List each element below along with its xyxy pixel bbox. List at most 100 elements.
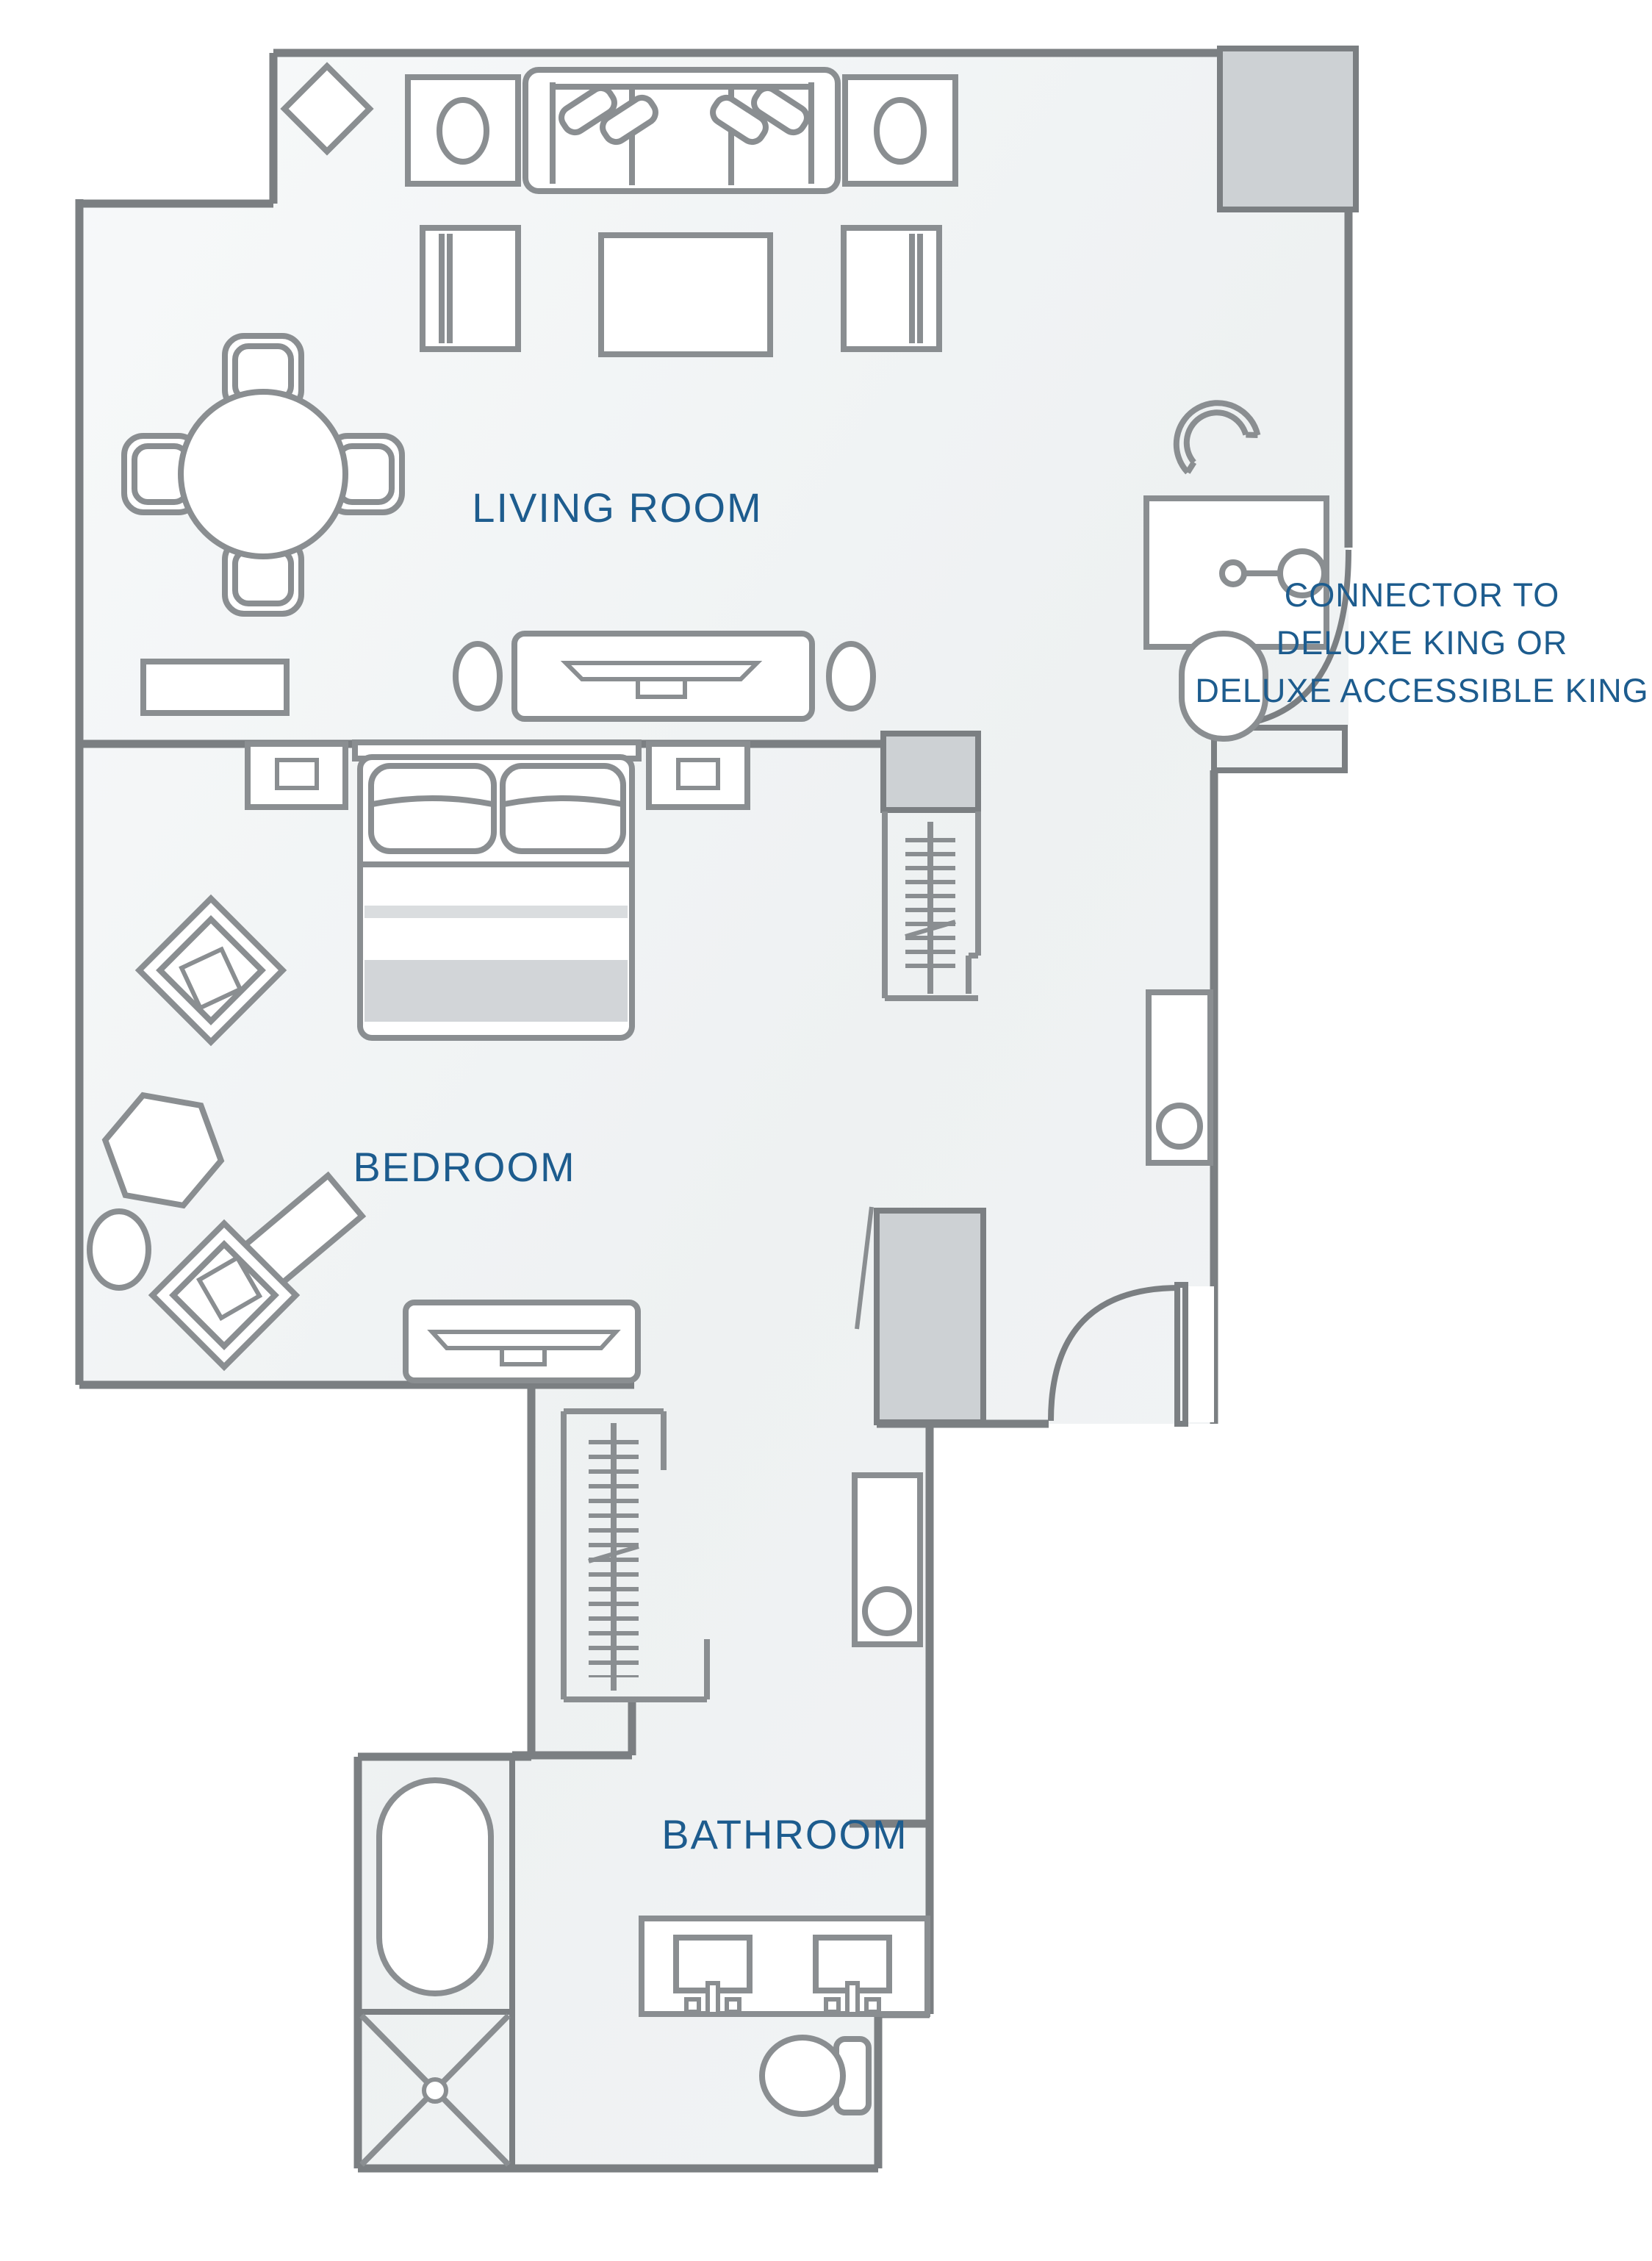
entry-door-recess: [1185, 1286, 1214, 1422]
floor-footprint: [79, 53, 1352, 2168]
stool-left: [453, 641, 503, 712]
wall-top-left-jog: [79, 53, 278, 208]
shower: [359, 2013, 511, 2167]
bed-blanket-band: [364, 960, 628, 1022]
bedroom-chair-lower: [148, 1219, 301, 1372]
sofa-pillow: [751, 85, 810, 136]
desk-chair: [1173, 400, 1261, 475]
living-room-label: LIVING ROOM: [472, 484, 762, 531]
sofa-pillows: [559, 85, 810, 146]
chair-pillow: [179, 946, 243, 1011]
king-bed: [352, 739, 642, 1041]
armchair-left-body: [420, 225, 521, 352]
closet-frame: [882, 811, 981, 1001]
connector-door-sill: [1211, 725, 1348, 773]
armchair-left-back: [439, 234, 453, 343]
bathroom-label: BATHROOM: [661, 1811, 908, 1857]
wall-bathroom-jamb: [512, 1699, 636, 1760]
bathroom-door-leaf: [855, 1206, 874, 1330]
faucet-handle-icon: [864, 1997, 881, 2014]
tv-mount-icon: [500, 1346, 547, 1366]
nightstand-right: [646, 741, 750, 810]
bed-sheet-band: [364, 906, 628, 918]
oval-side-table: [87, 1208, 151, 1291]
nightstand-right-body: [646, 741, 750, 810]
lamp-table-left: [405, 74, 521, 187]
desk-ottoman: [1179, 631, 1268, 742]
lamp-table-right-top: [842, 74, 958, 187]
bed-pillow-right: [500, 763, 626, 854]
connector-note-line2: DELUXE KING OR: [1276, 624, 1568, 662]
tv-screen-icon: [427, 1330, 621, 1350]
bathroom: BATHROOM: [358, 1757, 930, 2168]
armchair-right: [841, 225, 942, 352]
lamp-left-icon: [437, 97, 489, 165]
tv-console-living: [453, 631, 876, 722]
vanity: [639, 1916, 930, 2017]
faucet-handle-icon: [684, 1997, 701, 2014]
desk-chair-back: [1173, 400, 1261, 475]
connector-note-line3: DELUXE ACCESSIBLE KING: [1195, 672, 1648, 709]
tv-mount-icon: [636, 677, 687, 699]
corridor-table-lamp-icon: [862, 1586, 912, 1636]
nightstand-left-lamp: [275, 758, 319, 790]
corridor-closet-frame: [561, 1408, 710, 1702]
tub-enclosure-wall: [358, 1757, 515, 2168]
entry-door-swing-arc: [1048, 1285, 1180, 1422]
lamp-table-right: [842, 74, 958, 187]
corridor-closet: [561, 1408, 710, 1702]
corridor-table: [852, 1472, 923, 1647]
hall-console: [1146, 989, 1213, 1166]
bed-pillow-left-seam: [372, 795, 493, 807]
bed-pillow-right-seam: [503, 795, 622, 807]
desk-lamp-shade-icon: [1277, 548, 1327, 598]
dining-set: [121, 333, 405, 617]
bed-pillow-left: [368, 763, 497, 854]
living-room: LIVING ROOM: [121, 62, 1329, 742]
tub-shower-enclosure: [358, 1757, 515, 2168]
dining-table: [178, 389, 348, 559]
nightstand-right-lamp: [676, 758, 720, 790]
nightstand-left-body: [245, 741, 348, 810]
bedroom: BEDROOM: [87, 739, 981, 1383]
shower-drain-icon: [422, 2077, 448, 2104]
armchair-left: [420, 225, 521, 352]
sink-right: [813, 1935, 892, 2016]
sofa: [522, 67, 841, 194]
coffee-table: [598, 232, 773, 357]
entry-door-leaf: [1174, 1282, 1188, 1427]
armchair-right-back: [909, 234, 923, 343]
faucet-icon: [705, 1981, 720, 2016]
bedroom-closet: [882, 811, 981, 1001]
hexagon-table-top: [101, 1092, 225, 1209]
nightstand-left: [245, 741, 348, 810]
desk-lamp-base-icon: [1219, 559, 1247, 587]
tv-screen-icon: [560, 661, 763, 681]
chair-seat: [169, 1240, 279, 1350]
faucet-icon: [845, 1981, 860, 2016]
chair-seat: [156, 915, 266, 1025]
wall-bathroom-step: [874, 2010, 930, 2168]
hall-console-lamp-icon: [1156, 1103, 1203, 1150]
chair-pillow: [195, 1255, 263, 1322]
hexagon-table: [101, 1092, 225, 1209]
toilet-bowl: [759, 2035, 846, 2117]
lamp-right-icon: [874, 97, 927, 165]
shaft-entry: [874, 1208, 986, 1425]
bedroom-label: BEDROOM: [353, 1144, 575, 1190]
sink-left: [673, 1935, 753, 2016]
shaft-top-right: [1217, 46, 1359, 212]
living-credenza: [140, 659, 290, 716]
desk-area: [1143, 400, 1329, 742]
entry-door: [1048, 1282, 1214, 1427]
sofa-pillow: [710, 94, 769, 146]
sofa-pillow: [600, 94, 658, 146]
tv-console-bedroom: [403, 1300, 641, 1383]
toilet: [759, 2035, 872, 2117]
diamond-end-table: [280, 62, 374, 156]
bedroom-chair-upper: [134, 894, 287, 1047]
faucet-handle-icon: [824, 1997, 841, 2014]
faucet-handle-icon: [725, 1997, 741, 2014]
shaft-bedroom-closet: [880, 731, 981, 813]
